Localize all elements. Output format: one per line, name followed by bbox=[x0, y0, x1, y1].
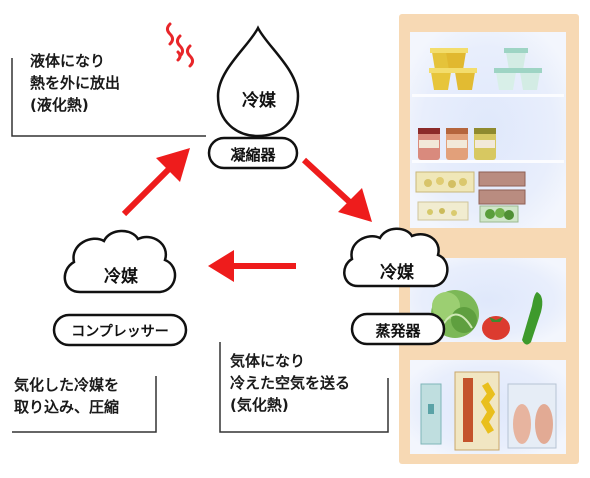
condenser-note-line: (液化熱) bbox=[30, 96, 89, 114]
condenser-label-pill bbox=[207, 136, 299, 170]
arrow-evaporator-to-compressor bbox=[208, 250, 296, 282]
evaporator-name: 蒸発器 bbox=[375, 322, 421, 340]
compressor-note-line: 気化した冷媒を bbox=[14, 376, 120, 394]
evaporator-note-line: 冷えた空気を送る bbox=[230, 374, 351, 392]
condenser-note-line: 熱を外に放出 bbox=[30, 74, 121, 92]
evaporator-label-pill bbox=[350, 312, 446, 346]
fridge-shelf bbox=[412, 160, 564, 163]
evaporator-note-line: 気体になり bbox=[230, 352, 306, 370]
compressor-note: 気化した冷媒を 取り込み、圧縮 bbox=[14, 374, 119, 418]
tomato bbox=[482, 316, 510, 340]
cloud-shape bbox=[63, 229, 177, 294]
droplet-shape bbox=[216, 25, 300, 138]
condenser-name: 凝縮器 bbox=[230, 146, 276, 164]
heat-wave-icon bbox=[166, 22, 194, 68]
arrow-condenser-to-evaporator bbox=[301, 157, 372, 222]
condenser-fluid-label: 冷媒 bbox=[242, 91, 276, 111]
fridge-shelf bbox=[412, 94, 564, 97]
evaporator-note-bracket bbox=[219, 342, 389, 433]
yogurt-cups bbox=[494, 48, 542, 90]
compressor-fluid-label: 冷媒 bbox=[104, 267, 138, 287]
jars bbox=[418, 128, 496, 160]
condenser-note: 液体になり 熱を外に放出 (液化熱) bbox=[30, 50, 120, 116]
condenser-note-bracket bbox=[11, 58, 206, 137]
compressor-note-line: 取り込み、圧縮 bbox=[14, 398, 120, 416]
cycle-arrows bbox=[121, 148, 372, 282]
arrow-compressor-to-condenser bbox=[121, 148, 190, 217]
pudding-cups bbox=[429, 48, 477, 90]
cloud-shape bbox=[343, 227, 449, 288]
food-containers bbox=[415, 171, 526, 223]
compressor-note-bracket bbox=[12, 376, 157, 433]
frozen-boxes bbox=[420, 371, 557, 451]
evaporator-note-line: (気化熱) bbox=[230, 396, 289, 414]
compressor-label-pill bbox=[52, 313, 188, 347]
compressor-name: コンプレッサー bbox=[71, 324, 169, 340]
evaporator-note: 気体になり 冷えた空気を送る (気化熱) bbox=[230, 350, 350, 416]
evaporator-fluid-label: 冷媒 bbox=[380, 263, 414, 283]
cucumber bbox=[522, 292, 543, 345]
condenser-note-line: 液体になり bbox=[30, 52, 106, 70]
